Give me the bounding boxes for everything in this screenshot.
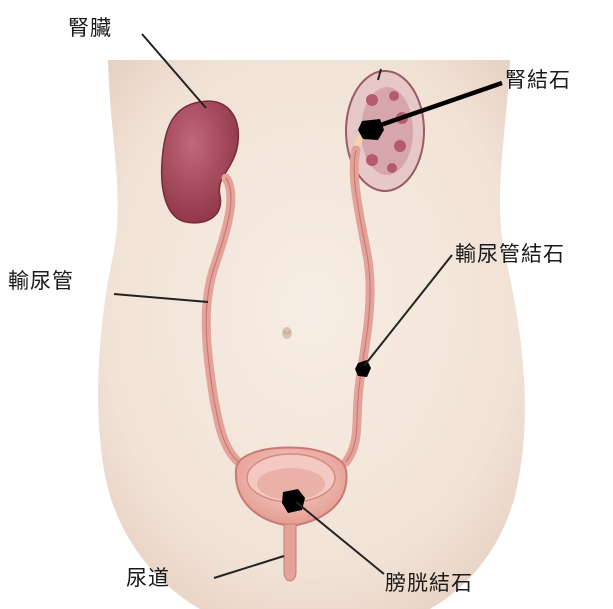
label-kidney: 腎臟 <box>68 12 112 42</box>
label-urethra: 尿道 <box>126 562 170 592</box>
torso <box>98 60 525 609</box>
label-ureter-stone: 輸尿管結石 <box>455 238 565 268</box>
urethra <box>284 524 296 581</box>
label-kidney-stone: 腎結石 <box>505 64 571 94</box>
label-bladder-stone: 膀胱結石 <box>385 567 473 597</box>
label-ureter: 輸尿管 <box>8 265 74 295</box>
